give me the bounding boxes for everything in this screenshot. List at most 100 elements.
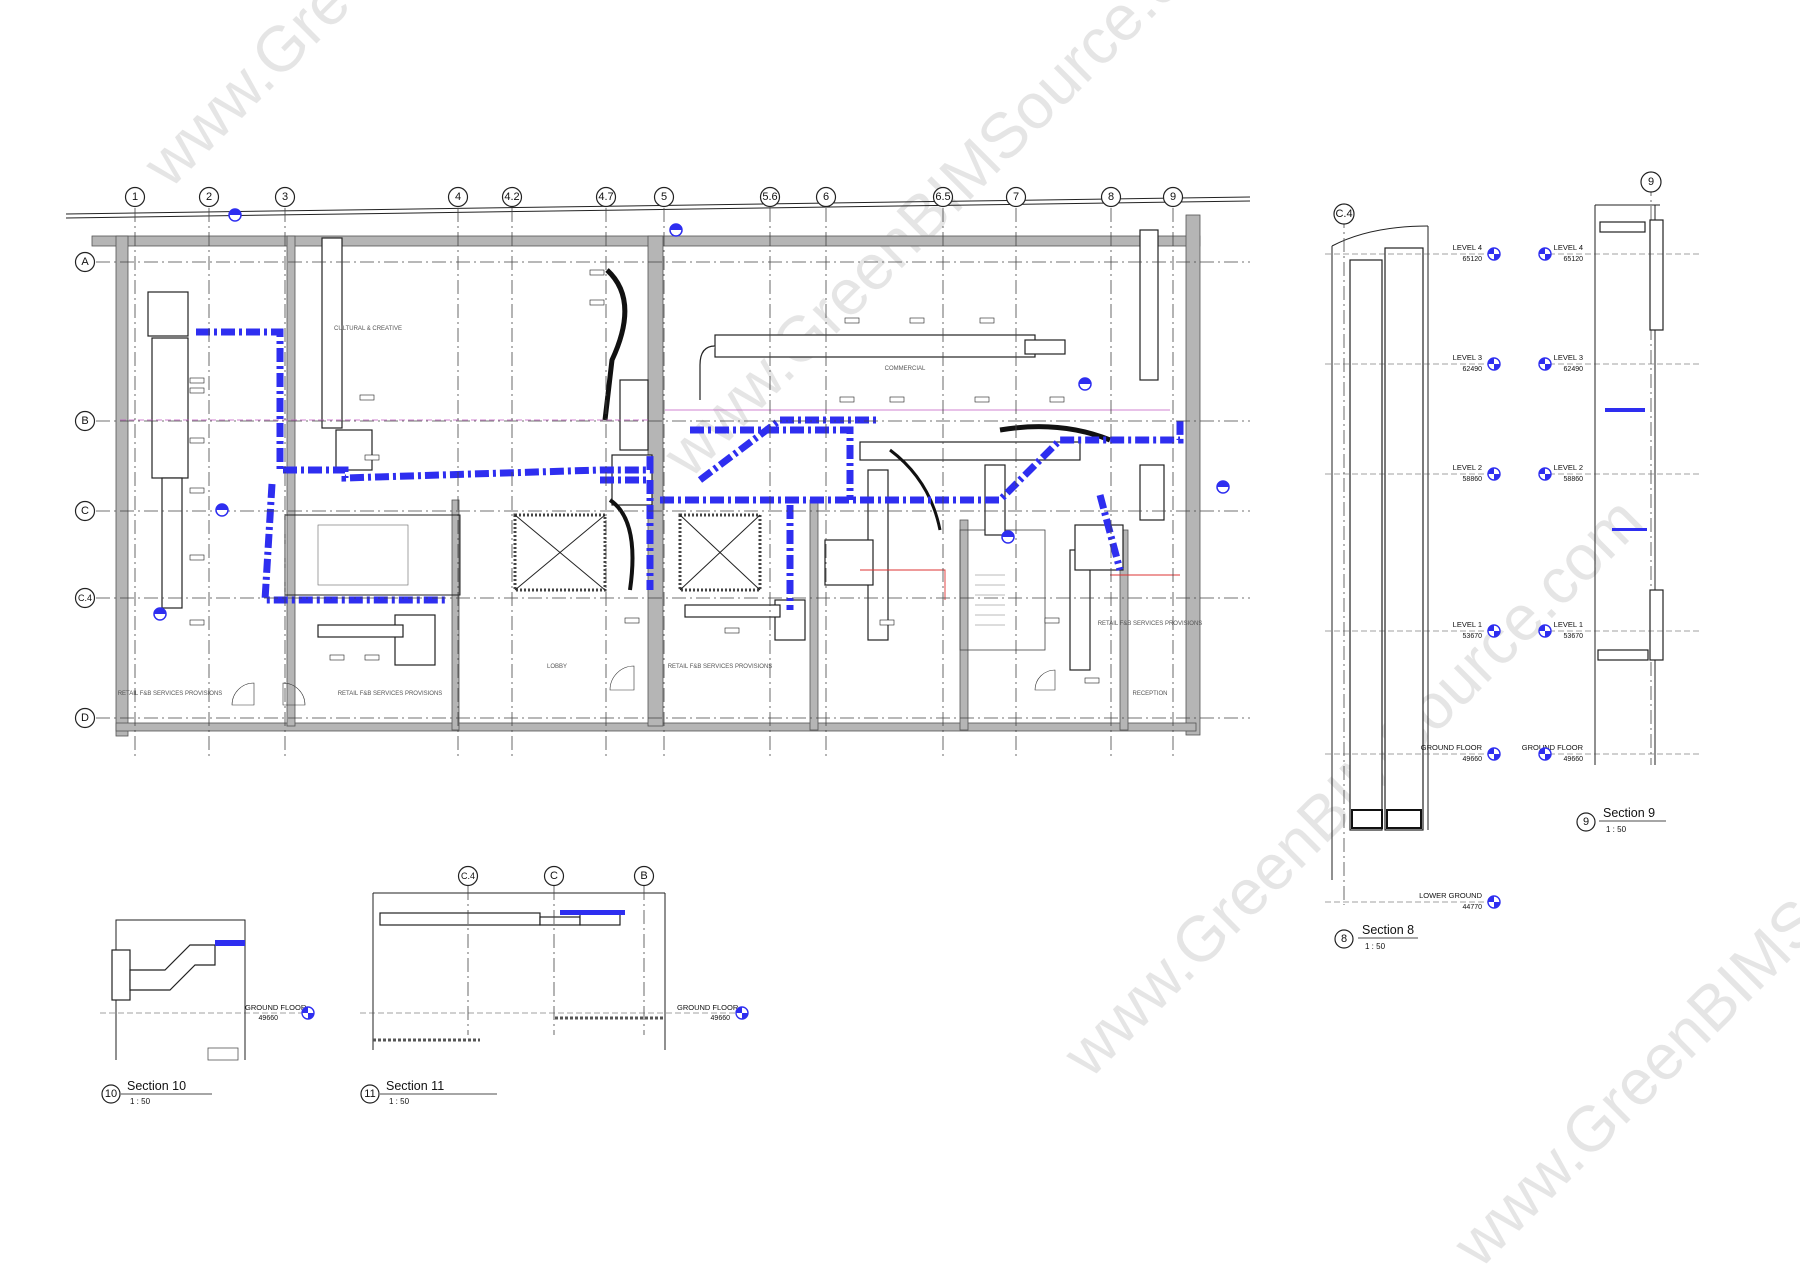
level-value: 49660 [259,1015,279,1022]
room-label-reception: RECEPTION [1132,691,1167,697]
section-scale: 1 : 50 [389,1097,410,1106]
watermark-text: www.GreenBIMSource.com [128,0,735,201]
room-label-retail: RETAIL F&B SERVICES PROVISIONS [338,691,443,697]
section-number: 9 [1583,816,1589,828]
grid-column-label: 3 [282,191,288,203]
room-label-commercial: COMMERCIAL [885,366,926,372]
section-scale: 1 : 50 [1606,825,1627,834]
grid-column-label: 4.2 [504,191,519,203]
watermark-text: www.GreenBIMSource.com [1438,673,1800,1274]
grid-bubble [74,410,96,432]
section-marker [153,607,167,621]
level-marker-icon [1487,747,1501,761]
level-value: 58860 [1564,476,1584,483]
lift-shaft [513,513,607,592]
section-number-bubble [1334,929,1354,949]
grid-bubble [457,865,479,887]
section-title: Section 10 [127,1079,186,1093]
level-name: LOWER GROUND [1419,891,1483,900]
wall-internal [451,499,460,731]
grid-bubble [198,186,220,208]
grid-bubble [653,186,675,208]
grid-bubble [815,186,837,208]
room-label-retail: RETAIL F&B SERVICES PROVISIONS [1098,621,1203,627]
room-label-retail: RETAIL F&B SERVICES PROVISIONS [118,691,223,697]
section-title: Section 8 [1362,923,1414,937]
grid-bubble [1640,171,1662,193]
section-number-bubble [1576,812,1596,832]
level-value: 58860 [1463,476,1483,483]
grid-column-label: 1 [132,191,138,203]
section-marker [669,223,683,237]
wall-internal [1119,529,1129,731]
level-name: LEVEL 1 [1453,620,1482,629]
section-duct [1597,649,1649,661]
floor-plan: CULTURAL & CREATIVE COMMERCIAL RETAIL F&… [65,186,1251,758]
level-marker-icon [1538,247,1552,261]
section-marker [1216,480,1230,494]
level-name: GROUND FLOOR [1522,743,1584,752]
wall-east [1185,214,1201,736]
level-value: 53670 [1564,633,1584,640]
blue-duct [1605,408,1645,412]
level-value: 44770 [1463,904,1483,911]
service-line [860,569,946,600]
level-value: 49660 [1564,756,1584,763]
section-duct [1649,589,1664,661]
grid-column-label: 6 [823,191,829,203]
grid-row-label: C [81,505,89,517]
grid-bubble [633,865,655,887]
section-scale: 1 : 50 [1365,942,1386,951]
level-value: 62490 [1463,366,1483,373]
level-marker-icon [1487,247,1501,261]
level-marker-icon [1538,624,1552,638]
grid-column-label: 5.6 [762,191,777,203]
level-name: LEVEL 2 [1453,463,1482,472]
level-marker-icon [301,1006,315,1020]
grid-bubble [1162,186,1184,208]
grid-label: C.4 [461,871,475,881]
section-duct [1349,259,1383,831]
ductwork-blue [196,328,1184,610]
grid-row-label: A [81,256,89,268]
grid-bubble [501,186,523,208]
section-10: GROUND FLOOR 49660 10 Section 10 1 : 50 [100,919,315,1106]
level-name: GROUND FLOOR [1421,743,1483,752]
grid-row-label: D [81,712,89,724]
grid-bubble [274,186,296,208]
lift-shaft [678,513,762,592]
level-marker-icon [1538,747,1552,761]
grid-bubble [595,186,617,208]
grid-label: C.4 [1335,208,1352,220]
level-marker-icon [1538,357,1552,371]
level-name: GROUND FLOOR [245,1003,307,1012]
section-number: 11 [364,1088,375,1100]
section-marker [1001,530,1015,544]
section-scale: 1 : 50 [130,1097,151,1106]
level-marker-icon [1487,357,1501,371]
grid-bubble [543,865,565,887]
level-marker-icon [1538,467,1552,481]
door-swing [231,682,255,706]
grid-bubble [1333,203,1355,225]
level-name: GROUND FLOOR [677,1003,739,1012]
grid-column-label: 5 [661,191,667,203]
grid-bubble [759,186,781,208]
level-name: LEVEL 4 [1453,243,1482,252]
section-duct [1384,247,1424,831]
grid-row-label: C.4 [78,593,92,603]
stair-treads [317,524,409,586]
grid-bubble [74,251,96,273]
section-marker [1078,377,1092,391]
grid-column-label: 2 [206,191,212,203]
wall-internal [286,235,296,727]
grid-label: 9 [1648,176,1654,188]
level-marker-icon [735,1006,749,1020]
section-title: Section 9 [1603,806,1655,820]
